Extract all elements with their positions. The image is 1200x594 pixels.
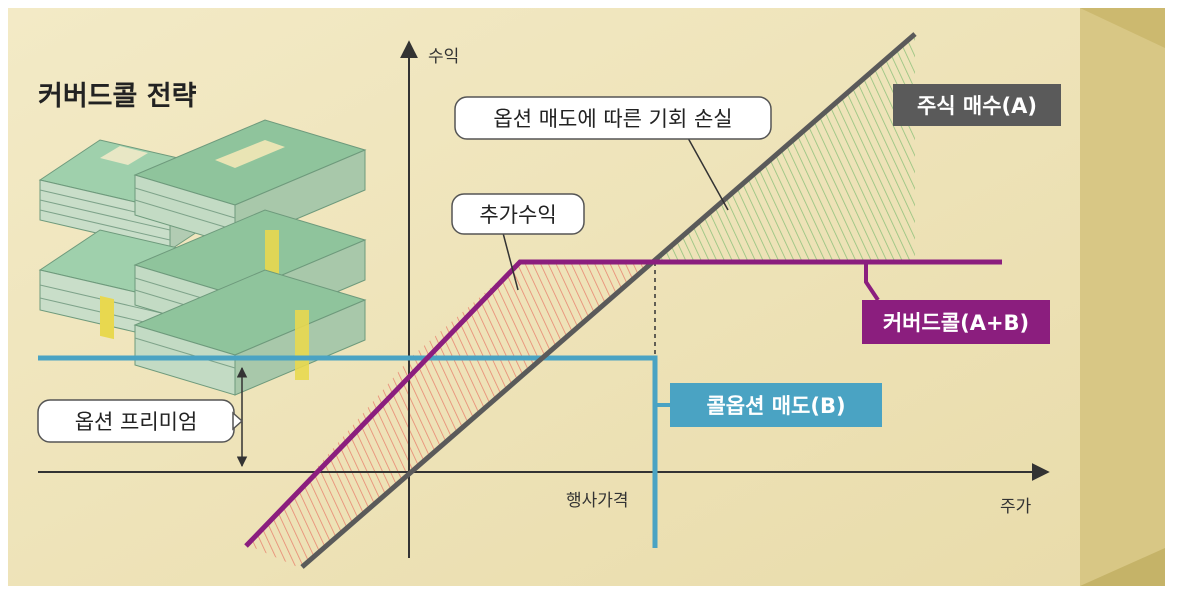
stock-buy-label: 주식 매수(A) bbox=[917, 94, 1037, 118]
box-side bbox=[1080, 8, 1165, 586]
diagram-title: 커버드콜 전략 bbox=[38, 81, 197, 112]
y-axis-label: 수익 bbox=[428, 47, 459, 67]
extra-profit-callout: 추가수익 bbox=[451, 193, 585, 291]
stock-buy-tag: 주식 매수(A) bbox=[893, 84, 1061, 126]
extra-profit-hatch-region bbox=[250, 262, 655, 568]
call-sell-tag: 콜옵션 매도(B) bbox=[655, 383, 882, 427]
opportunity-loss-label: 옵션 매도에 따른 기회 손실 bbox=[493, 107, 732, 131]
covered-call-label: 커버드콜(A+B) bbox=[883, 311, 1029, 335]
covered-call-line bbox=[244, 259, 1002, 548]
option-premium-label: 옵션 프리미엄 bbox=[75, 410, 198, 434]
covered-call-tag: 커버드콜(A+B) bbox=[862, 262, 1050, 344]
option-premium-callout: 옵션 프리미엄 bbox=[37, 399, 244, 443]
stock-buy-line bbox=[300, 32, 917, 569]
strike-price-label: 행사가격 bbox=[566, 491, 629, 511]
opportunity-loss-callout: 옵션 매도에 따른 기회 손실 bbox=[454, 96, 772, 211]
extra-profit-label: 추가수익 bbox=[479, 203, 556, 227]
call-sell-label: 콜옵션 매도(B) bbox=[706, 394, 845, 418]
x-axis-label: 주가 bbox=[1000, 497, 1032, 517]
call-sell-line bbox=[38, 355, 658, 548]
money-stack-icon bbox=[38, 119, 367, 396]
